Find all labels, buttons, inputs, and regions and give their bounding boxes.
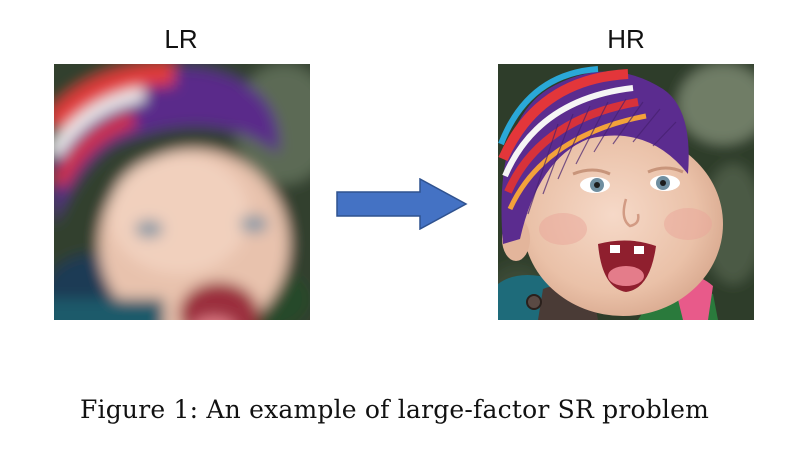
figure-caption: Figure 1: An example of large-factor SR … bbox=[79, 395, 710, 424]
right-arrow-icon bbox=[336, 177, 468, 231]
high-resolution-image bbox=[498, 64, 754, 320]
high-resolution-label: HR bbox=[607, 24, 645, 54]
low-resolution-image bbox=[54, 64, 310, 320]
low-resolution-label: LR bbox=[164, 24, 198, 54]
